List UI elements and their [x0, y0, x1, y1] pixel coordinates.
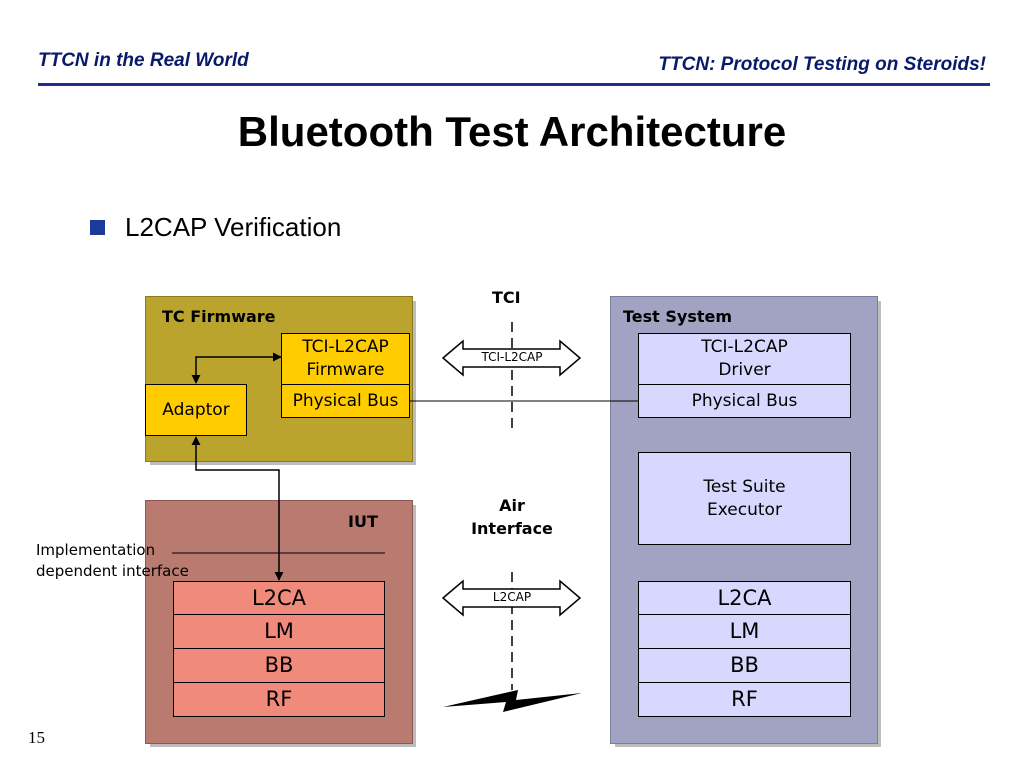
adaptor-box: Adaptor — [145, 384, 247, 436]
test-suite-executor-box: Test Suite Executor — [638, 452, 851, 545]
bullet-square-icon — [90, 220, 105, 235]
tci-l2cap-arrow — [441, 339, 582, 377]
l2cap-arrow-label: L2CAP — [492, 590, 532, 604]
executor-line2: Executor — [707, 499, 782, 520]
air-lightning-icon — [443, 690, 582, 712]
ts-layer-label: LM — [729, 619, 760, 643]
ts-layer-label: L2CA — [717, 585, 772, 610]
ts-layer-label: BB — [730, 653, 759, 677]
iut-layer-label: BB — [264, 653, 294, 677]
fw-physical-bus-box: Physical Bus — [281, 384, 410, 418]
tci-l2cap-firmware-box: TCI-L2CAP Firmware — [281, 333, 410, 385]
iut-layer-bb: BB — [173, 648, 385, 683]
impl-line2: dependent interface — [36, 562, 189, 580]
air-interface-line2: Interface — [471, 519, 553, 538]
adaptor-l2ca-connector — [191, 436, 284, 581]
iut-label: IUT — [348, 512, 378, 531]
tci-l2cap-driver-box: TCI-L2CAP Driver — [638, 333, 851, 385]
adaptor-firmware-connector — [191, 352, 282, 384]
impl-line1: Implementation — [36, 541, 156, 559]
l2cap-arrow — [441, 579, 582, 617]
air-interface-line1: Air — [499, 496, 525, 515]
tci-label: TCI — [492, 288, 521, 307]
fw-physical-bus-label: Physical Bus — [292, 390, 399, 411]
page-number: 15 — [28, 728, 45, 747]
tci-l2cap-firmware-line2: Firmware — [306, 360, 385, 380]
header-left-title: TTCN in the Real World — [38, 50, 249, 71]
tc-firmware-label: TC Firmware — [162, 307, 276, 326]
tci-l2cap-driver-line1: TCI-L2CAP — [701, 337, 788, 357]
ts-layer-label: RF — [731, 687, 758, 711]
tci-l2cap-arrow-label: TCI-L2CAP — [481, 350, 543, 364]
iut-layer-label: RF — [265, 687, 293, 711]
iut-layer-lm: LM — [173, 614, 385, 649]
slide-title: Bluetooth Test Architecture — [237, 108, 787, 155]
adaptor-label: Adaptor — [162, 399, 230, 420]
header-right-title: TTCN: Protocol Testing on Steroids! — [658, 54, 986, 75]
tci-l2cap-firmware-line1: TCI-L2CAP — [302, 337, 389, 357]
iut-layer-label: LM — [264, 619, 294, 643]
iut-layer-rf: RF — [173, 682, 385, 717]
ts-layer-l2ca: L2CA — [638, 581, 851, 615]
ts-physical-bus-label: Physical Bus — [691, 390, 798, 411]
air-interface-label: Air Interface — [452, 494, 572, 540]
executor-line1: Test Suite — [703, 476, 786, 497]
header-divider — [38, 83, 990, 86]
ts-layer-rf: RF — [638, 682, 851, 717]
test-system-label: Test System — [623, 307, 733, 326]
iut-layer-label: L2CA — [251, 585, 307, 610]
bullet-text: L2CAP Verification — [125, 212, 342, 242]
implementation-dependent-interface-label: Implementation dependent interface — [36, 540, 189, 582]
tci-l2cap-driver-line2: Driver — [718, 360, 771, 380]
ts-layer-lm: LM — [638, 614, 851, 649]
ts-physical-bus-box: Physical Bus — [638, 384, 851, 418]
iut-layer-l2ca: L2CA — [173, 581, 385, 615]
